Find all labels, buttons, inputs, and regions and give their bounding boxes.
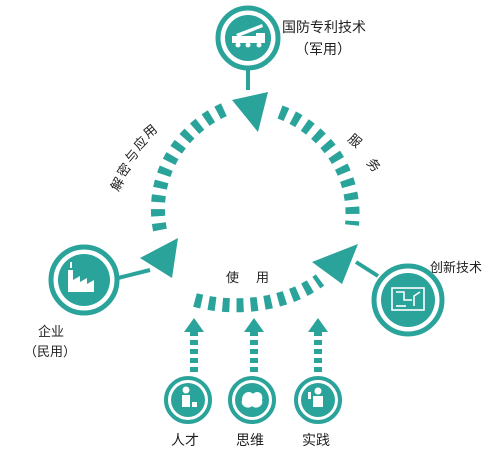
input-practice-label: 实践 — [302, 433, 330, 449]
arc-upper-right — [277, 105, 360, 226]
input-thinking: 思维 — [228, 376, 276, 449]
node-innovation-label: 创新技术 — [430, 260, 482, 276]
arc-upper-left — [151, 101, 231, 232]
arc-label-right: 服 务 — [344, 132, 383, 176]
input-thinking-label: 思维 — [236, 433, 264, 449]
arrowhead-left — [140, 238, 178, 278]
arc-label-bottom: 使 用 — [226, 270, 269, 286]
input-practice: 实践 — [294, 376, 342, 449]
node-innovation: 创新技术 — [354, 260, 482, 337]
node-military-label: 国防专利技术 — [282, 20, 366, 36]
input-arrows — [184, 318, 328, 372]
node-enterprise: 企业 （民用） — [24, 244, 151, 360]
arc-arrowheads — [140, 92, 358, 284]
arc-label-left: 解 密 与 应 用 — [108, 122, 160, 194]
arc-bottom — [193, 274, 325, 313]
cycle-arcs — [151, 101, 360, 313]
arc-right-char-1: 务 — [363, 155, 384, 175]
arrowhead-top — [232, 92, 268, 132]
arc-bottom-char-1: 用 — [256, 271, 269, 286]
node-military: 国防专利技术 （军用） — [215, 5, 366, 90]
arrowhead-bottom-right — [312, 244, 358, 284]
node-military-sublabel: （军用） — [295, 42, 351, 58]
arc-right-char-0: 服 — [344, 132, 364, 152]
input-talent-label: 人才 — [171, 433, 199, 449]
arc-bottom-char-0: 使 — [226, 270, 239, 286]
node-enterprise-sublabel: （民用） — [24, 345, 76, 360]
arc-left-char-0: 解 — [108, 175, 127, 194]
node-enterprise-label: 企业 — [38, 324, 64, 340]
input-talent: 人才 — [164, 376, 212, 449]
